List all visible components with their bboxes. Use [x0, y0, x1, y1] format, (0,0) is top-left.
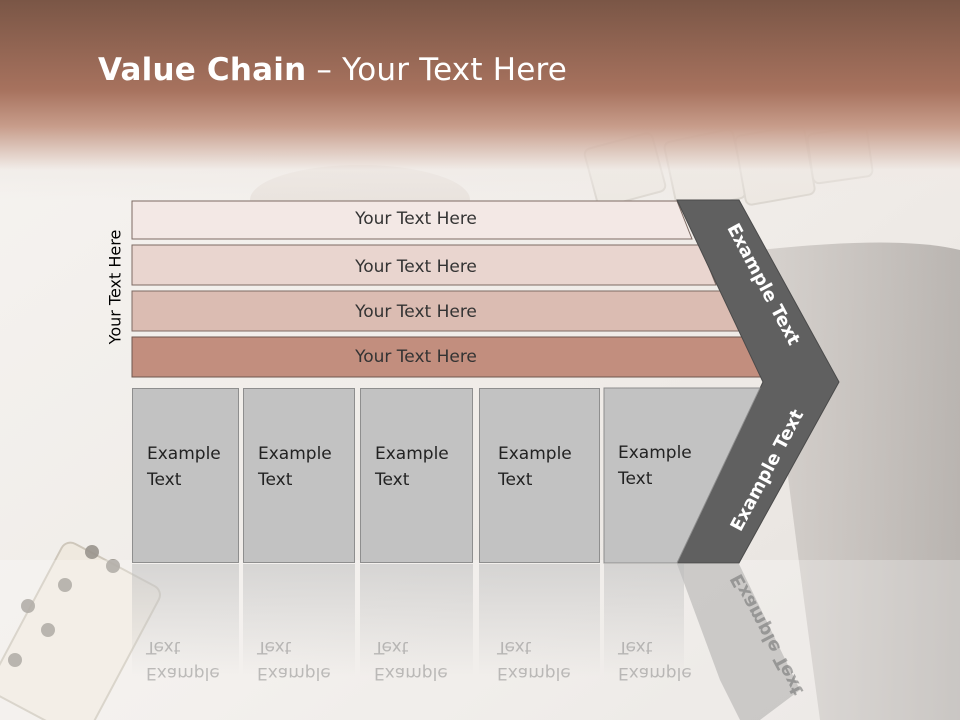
box-5-text: Example Text: [618, 440, 692, 492]
box-3-line2: Text: [375, 470, 410, 490]
chevron-reflection: [677, 564, 800, 720]
box-2-line2: Text: [258, 470, 293, 490]
box-1-line1: Example: [147, 444, 221, 464]
box-5-line2: Text: [618, 469, 653, 489]
box-3[interactable]: Example Text: [360, 388, 473, 563]
title-rest-part: – Your Text Here: [306, 52, 568, 88]
bar-1[interactable]: [131, 200, 693, 240]
box-2-line1: Example: [258, 444, 332, 464]
box-2[interactable]: Example Text: [243, 388, 355, 563]
box-1[interactable]: Example Text: [132, 388, 239, 563]
box-4-line1: Example: [498, 444, 572, 464]
box-1-line2: Text: [147, 470, 182, 490]
box-1-text: Example Text: [147, 441, 221, 493]
bar-4-label: Your Text Here: [355, 347, 477, 367]
box-3-line1: Example: [375, 444, 449, 464]
bar-3-label: Your Text Here: [355, 302, 477, 322]
title-bold-part: Value Chain: [98, 52, 307, 88]
box-4-text: Example Text: [498, 441, 572, 493]
bar-2-label: Your Text Here: [355, 257, 477, 277]
bar-2[interactable]: [131, 244, 717, 286]
box-2-text: Example Text: [258, 441, 332, 493]
box-5-line1: Example: [618, 443, 692, 463]
box-4-line2: Text: [498, 470, 533, 490]
bar-1-label: Your Text Here: [355, 209, 477, 229]
header-band: [0, 0, 960, 200]
slide-title: Value Chain – Your Text Here: [98, 52, 567, 88]
box-3-text: Example Text: [375, 441, 449, 493]
box-4[interactable]: Example Text: [479, 388, 600, 563]
